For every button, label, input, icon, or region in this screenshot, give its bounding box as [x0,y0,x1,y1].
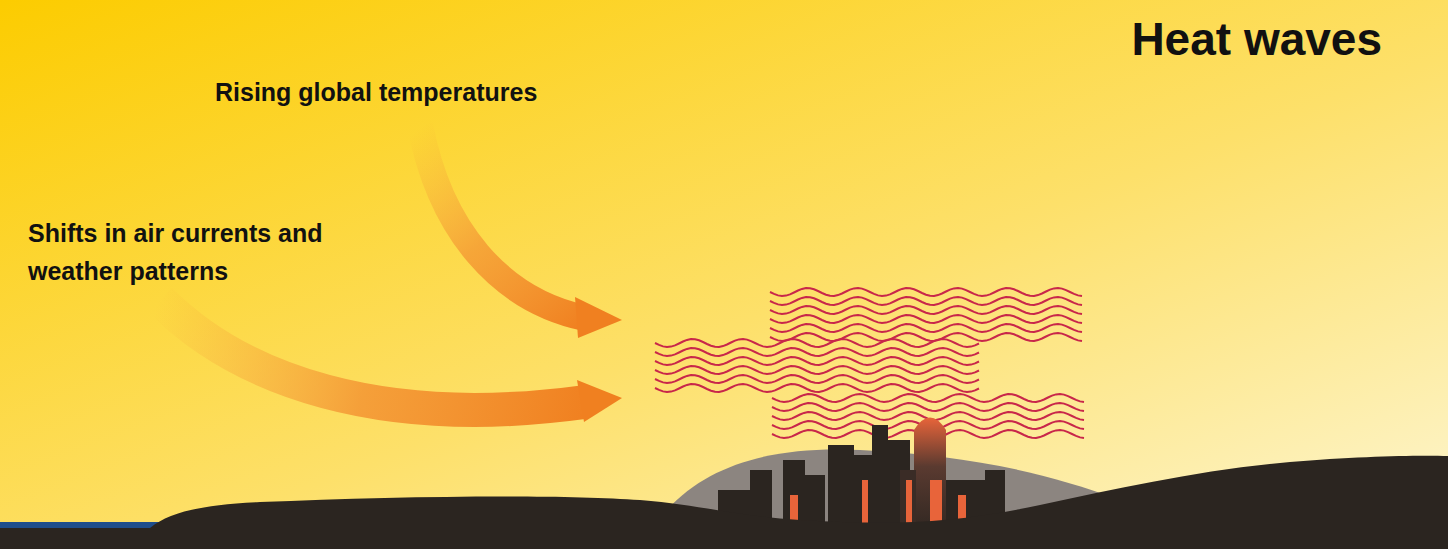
arrow-label: Shifts in air currents and weather patte… [28,214,358,290]
heat-line [770,315,1082,323]
heat-line [770,324,1082,332]
heat-line [772,403,1084,411]
heat-line [770,297,1082,305]
arrow-label: Rising global temperatures [215,73,675,111]
heat-line [770,288,1082,296]
heat-line [770,306,1082,314]
diagram-title: Heat waves [1131,12,1382,66]
heat-line [655,384,979,392]
heat-line [772,394,1084,402]
heat-line [655,348,979,356]
heat-line [655,357,979,365]
heat-line [655,375,979,383]
heat-line [655,339,979,347]
heat-line [770,333,1082,341]
heat-line [655,366,979,374]
